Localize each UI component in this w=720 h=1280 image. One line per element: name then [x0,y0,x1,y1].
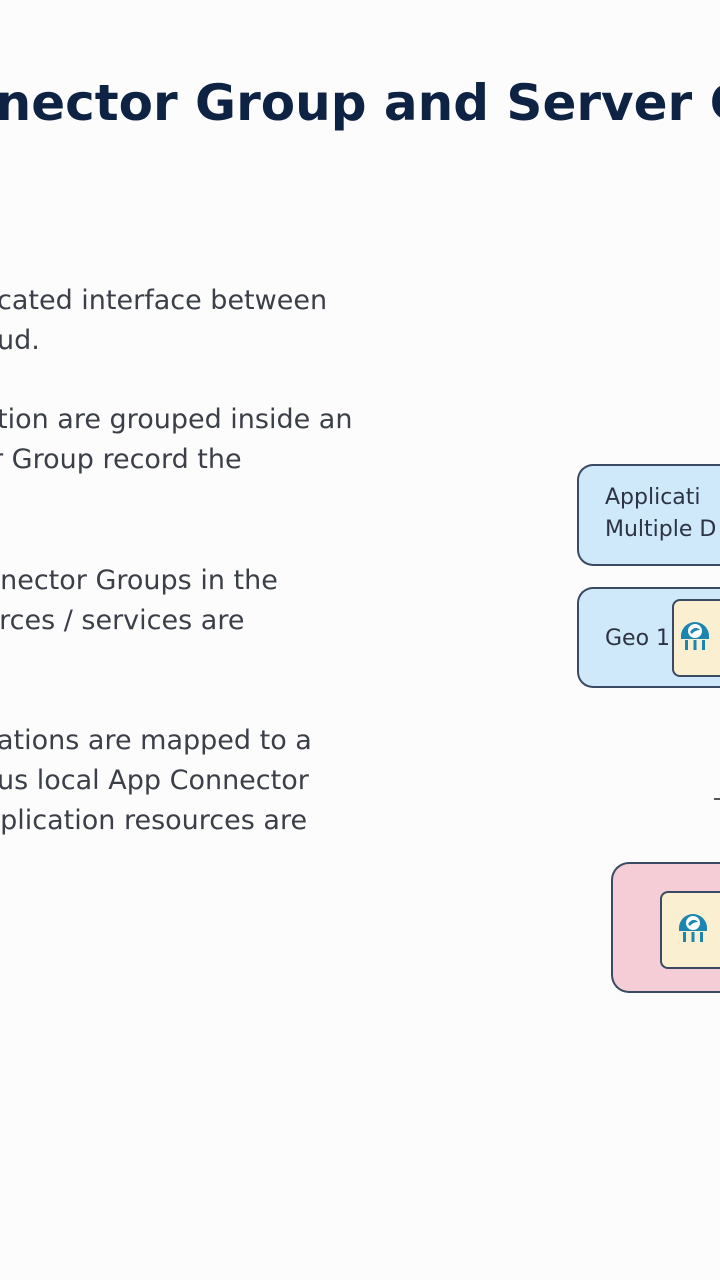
application-box-line2: Multiple D [605,517,717,542]
paragraph-line: pplication resources are [0,805,308,836]
application-box: Applicati Multiple D [577,464,720,566]
geo-box-label: Geo 1 [605,626,671,651]
paragraph-line: r Group record the [0,444,242,475]
paragraph-line: urces / services are [0,605,245,636]
app-connector-icon [681,622,709,650]
app-connector-server [660,891,720,969]
app-connector-geo [672,599,720,677]
bullet-paragraph-3: nnector Groups in the urces / services a… [0,561,440,641]
bullet-paragraph-2: tion are grouped inside an r Group recor… [0,400,440,480]
paragraph-line: tion are grouped inside an [0,404,353,435]
bullet-paragraph-1: cated interface between ud. [0,281,440,361]
slide-title: nnector Group and Server G [0,68,720,138]
paragraph-line: nnector Groups in the [0,565,278,596]
connector-line [714,798,720,800]
bullet-paragraph-4: ations are mapped to a us local App Conn… [0,721,440,841]
paragraph-line: us local App Connector [0,765,309,796]
slide-title-text: nnector Group and Server G [0,74,720,132]
app-connector-icon [679,914,707,942]
application-box-line1: Applicati [605,485,701,510]
paragraph-line: cated interface between [0,285,328,316]
paragraph-line: ations are mapped to a [0,725,312,756]
paragraph-line: ud. [0,325,40,356]
